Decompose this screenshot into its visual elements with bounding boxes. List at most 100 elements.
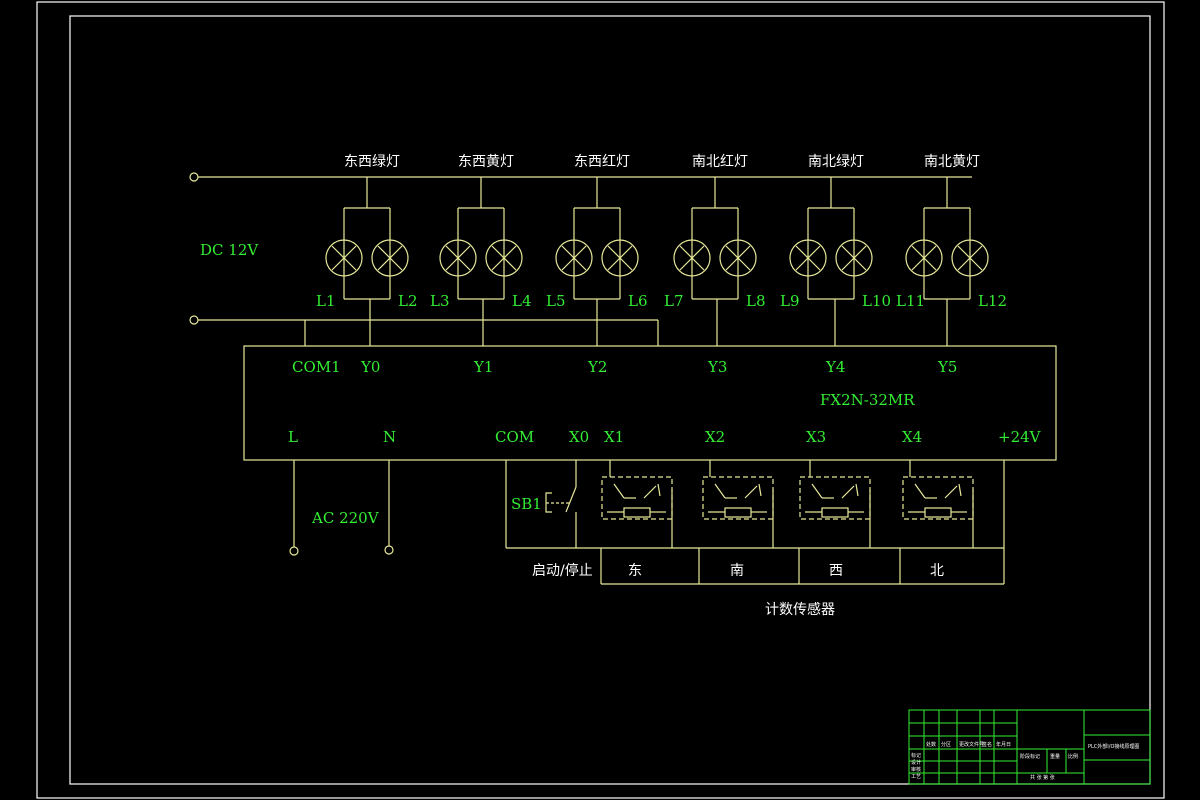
lamp-label: L6: [628, 292, 648, 310]
counting-sensor: 西: [799, 460, 871, 579]
dc-negative-terminal: [189, 315, 199, 325]
lamp-label: L4: [512, 292, 532, 310]
plc-output-label: Y4: [825, 358, 845, 376]
plc-output-label: Y1: [473, 358, 493, 376]
counting-sensors: 东南西北: [601, 460, 974, 579]
lamp-symbol: [673, 239, 711, 277]
title-block-field: 重量: [1050, 753, 1060, 760]
plc-output-label: Y3: [707, 358, 727, 376]
title-block-grid: 标记设计审核工艺 处数分区 更改文件号签名年月日阶段标记 重量 比例: [909, 710, 1150, 784]
ac-supply-label: AC 220V: [311, 509, 380, 527]
sensor-caption: 计数传感器: [765, 601, 835, 618]
counting-sensor: 东: [601, 460, 673, 579]
lamp-label: L8: [746, 292, 766, 310]
plc-input-label: COM: [495, 428, 534, 446]
title-block-col-label: 更改文件号: [959, 741, 984, 748]
lamp-label: L3: [430, 292, 450, 310]
lamp-label: L12: [978, 292, 1007, 310]
lamp-symbol: [835, 239, 873, 277]
lamp-group-title: 东西绿灯: [344, 154, 400, 170]
title-block-frame: [908, 709, 1151, 785]
plc-input-label: X0: [569, 428, 589, 446]
lamp-group-title: 南北绿灯: [808, 154, 864, 170]
plc-input-label: X2: [705, 428, 725, 446]
input-wiring: [505, 460, 1005, 585]
drawing-title: PLC外部I/O接线原理图: [1088, 743, 1139, 750]
counting-sensor: 南: [702, 460, 774, 579]
dc-positive-terminal: [189, 172, 199, 182]
title-block-col-label: 分区: [941, 741, 951, 748]
plc-input-label: X1: [604, 428, 624, 446]
lamp-label: L2: [398, 292, 418, 310]
title-block-col-label: 年月日: [996, 741, 1011, 748]
lamp-symbol: [485, 239, 523, 277]
sensor-direction: 东: [628, 563, 642, 579]
plc-output-label: Y2: [587, 358, 607, 376]
lamp-symbol: [555, 239, 593, 277]
title-block-row-label: 审核: [911, 766, 921, 773]
inner-frame: [69, 15, 1151, 785]
outer-frame: [36, 1, 1165, 799]
plc-output-label: Y0: [360, 358, 380, 376]
plc-input-label: L: [288, 428, 298, 446]
ac-supply: AC 220V: [289, 460, 394, 556]
lamp-label: L11: [896, 292, 925, 310]
sensor-direction: 北: [930, 563, 944, 579]
sheet-count: 共 张 第 张: [1030, 774, 1055, 781]
counting-sensor: 北: [902, 460, 974, 579]
dc-supply-label: DC 12V: [200, 241, 259, 259]
lamp-group-title: 南北黄灯: [924, 153, 980, 170]
plc-input-terminals: L N COM X0 X1 X2 X3 X4 +24V: [288, 428, 1042, 446]
lamp-group-title: 东西黄灯: [458, 153, 514, 170]
lamp-symbol: [951, 239, 989, 277]
switch-name: SB1: [511, 495, 542, 513]
plc-com1: COM1: [292, 358, 341, 376]
plc-input-label: X3: [806, 428, 826, 446]
plc: COM1 FX2N-32MR L N COM X0 X1 X2 X3 X4 +24V: [243, 345, 1057, 461]
lamp-group-title: 东西红灯: [574, 154, 630, 170]
sensor-direction: 西: [829, 563, 843, 579]
lamp-label: L1: [316, 292, 336, 310]
lamp-symbol: [789, 239, 827, 277]
title-block: 标记设计审核工艺 处数分区 更改文件号签名年月日阶段标记 重量 比例 PLC外部I/O接…: [908, 709, 1151, 785]
title-block-field: 比例: [1068, 753, 1078, 760]
plc-input-label: N: [383, 428, 396, 446]
title-block-col-label: 处数: [926, 741, 936, 748]
switch-label: 启动/停止: [532, 562, 593, 579]
lamp-label: L5: [546, 292, 566, 310]
plc-body: [243, 345, 1057, 461]
switch-contact: [565, 486, 577, 513]
lamp-symbol: [439, 239, 477, 277]
sensor-direction: 南: [730, 563, 744, 579]
plc-input-label: +24V: [998, 428, 1042, 446]
lamp-symbol: [719, 239, 757, 277]
ac-n-terminal: [384, 545, 394, 555]
lamp-symbol: [325, 239, 363, 277]
title-block-col-label: 签名: [982, 741, 992, 748]
lamp-group-title: 南北红灯: [692, 154, 748, 170]
lamp-symbol: [905, 239, 943, 277]
lamp-label: L9: [780, 292, 800, 310]
title-block-field: 阶段标记: [1020, 753, 1040, 760]
plc-output-label: Y5: [937, 358, 957, 376]
dc-supply: DC 12V: [189, 172, 972, 346]
plc-input-label: X4: [902, 428, 922, 446]
ac-l-terminal: [289, 546, 299, 556]
title-block-row-label: 工艺: [911, 774, 921, 780]
lamp-label: L7: [664, 292, 684, 310]
lamp-label: L10: [862, 292, 891, 310]
title-block-row-label: 设计: [911, 759, 921, 766]
lamp-symbol: [601, 239, 639, 277]
lamp-symbol: [371, 239, 409, 277]
start-stop-switch: SB1 启动/停止: [511, 460, 593, 579]
plc-model: FX2N-32MR: [820, 391, 915, 409]
title-block-row-label: 标记: [911, 752, 921, 759]
